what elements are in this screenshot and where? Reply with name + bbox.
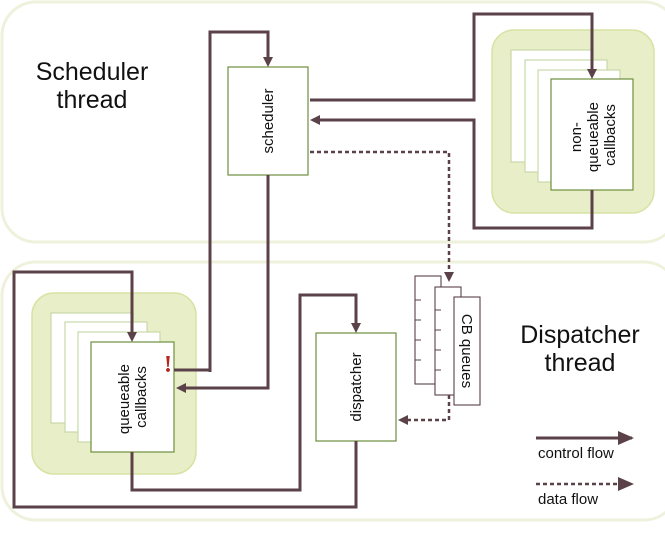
queueable-callbacks-card [90, 341, 175, 453]
scheduler-thread-label-line2: thread [57, 86, 128, 114]
cb-queue-box-front [453, 296, 481, 406]
dispatcher-node-label: dispatcher [348, 352, 365, 421]
cb-queues-label: CB queues [458, 314, 475, 388]
non-queueable-callbacks-card [550, 78, 634, 191]
scheduler-thread-label-line1: Scheduler [36, 58, 149, 86]
control-flow-to-scheduler [208, 30, 273, 372]
control-flow-queueable-to-dispatcher [130, 293, 361, 492]
scheduler-node-label: scheduler [260, 88, 277, 153]
dispatcher-thread-label-line2: thread [545, 349, 616, 377]
dispatcher-node [315, 332, 397, 442]
warning-mark: ! [164, 352, 172, 378]
cb-queues-stack: CB queues [414, 275, 481, 406]
scheduler-node [227, 66, 309, 176]
legend-control-flow-label: control flow [538, 445, 614, 462]
non-queueable-callbacks-label: non- queueable callbacks [568, 98, 619, 172]
control-flow-non-queueable-to-scheduler [310, 115, 594, 230]
control-flow-dispatcher-to-queueable [12, 270, 358, 509]
control-flow-scheduler-to-queueable [176, 175, 270, 393]
legend: control flow data flow [536, 431, 634, 508]
control-flow-scheduler-to-non-queueable [310, 12, 597, 102]
queueable-callbacks-label: queueable callbacks [116, 360, 150, 434]
data-flow-cb-queues-to-dispatcher [398, 395, 451, 425]
legend-data-flow-label: data flow [538, 491, 598, 508]
dispatcher-thread-label-line1: Dispatcher [520, 321, 640, 349]
